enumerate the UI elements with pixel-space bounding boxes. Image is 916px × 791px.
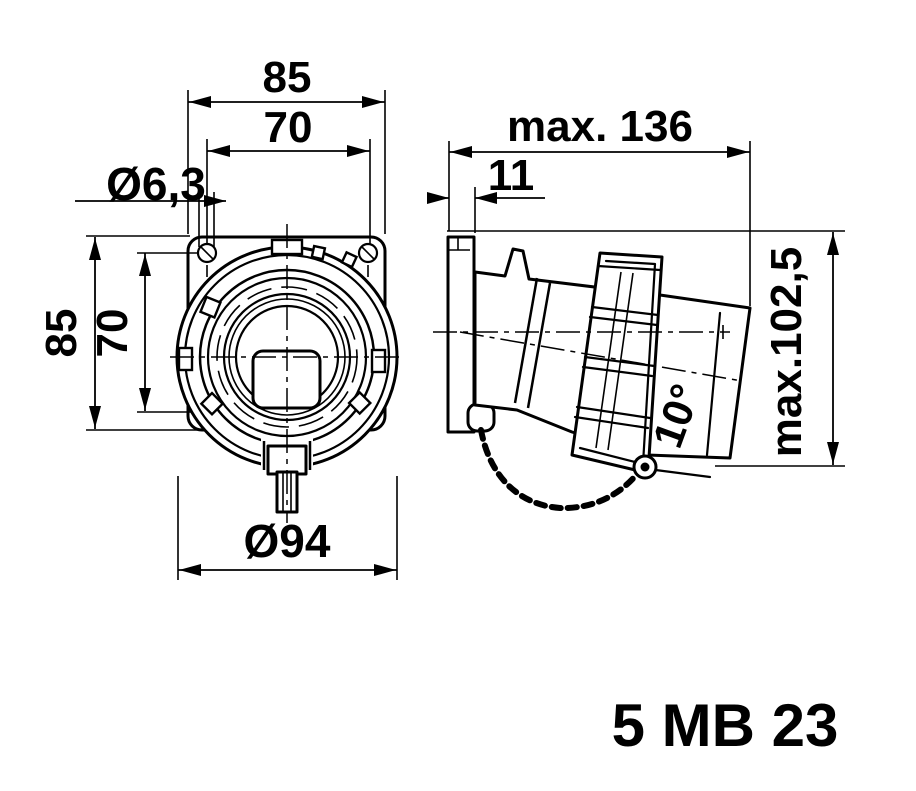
arrowhead [427, 192, 449, 204]
bayonet-tabs [177, 238, 387, 417]
dim-side-max-depth: max. 136 [448, 102, 751, 306]
dim-label-hole-diameter: Ø6,3 [106, 158, 206, 210]
wall-plate [446, 235, 476, 434]
lid-cross-bars [573, 305, 660, 430]
dim-front-hole-spacing-v: 70 [88, 252, 198, 413]
dim-side-max-height: max.102,5 [447, 230, 845, 467]
dim-label-max-height: max.102,5 [762, 247, 811, 457]
hinge-screw [632, 454, 658, 480]
dim-front-overall-width: 85 [187, 53, 386, 234]
center-lines-front [170, 224, 404, 523]
arrowhead [89, 238, 101, 260]
center-lines-side [433, 325, 743, 382]
dim-front-overall-height: 85 [37, 235, 198, 431]
side-view: 10° max. 136 11 max.102,5 [427, 102, 845, 512]
part-number: 5 MB 23 [612, 692, 839, 759]
arrowhead [89, 406, 101, 428]
dim-label-overall-height: 85 [37, 309, 86, 358]
dim-label-hole-spacing-h: 70 [264, 103, 313, 152]
dim-label-overall-width: 85 [263, 53, 312, 102]
dim-front-hole-spacing-h: 70 [206, 103, 371, 244]
dim-front-hole-diameter: Ø6,3 [75, 158, 226, 247]
arrowhead [189, 96, 211, 108]
wall-plate-step [448, 237, 470, 251]
arrowhead [179, 564, 201, 576]
arrowhead [827, 442, 839, 464]
arrowhead [727, 146, 749, 158]
front-view: 85 70 Ø6,3 85 [37, 53, 404, 580]
arrowhead [362, 96, 384, 108]
arrowhead [139, 388, 151, 410]
arrowhead [475, 192, 497, 204]
arrowhead [374, 564, 396, 576]
body-rib-band [513, 277, 552, 409]
dim-label-hole-spacing-v: 70 [88, 309, 137, 358]
dim-label-body-diameter: Ø94 [244, 515, 331, 567]
arrowhead [450, 146, 472, 158]
arrowhead [827, 233, 839, 255]
dim-label-max-depth: max. 136 [507, 102, 693, 151]
arrowhead [208, 145, 230, 157]
dim-side-flange-offset: 11 [427, 151, 545, 233]
dim-label-flange-offset: 11 [488, 151, 535, 200]
arrowhead [347, 145, 369, 157]
cap-chain [478, 427, 640, 512]
arrowhead [139, 254, 151, 276]
lid [570, 251, 664, 475]
dim-front-body-diameter: Ø94 [177, 476, 398, 580]
arrowhead [204, 195, 226, 207]
